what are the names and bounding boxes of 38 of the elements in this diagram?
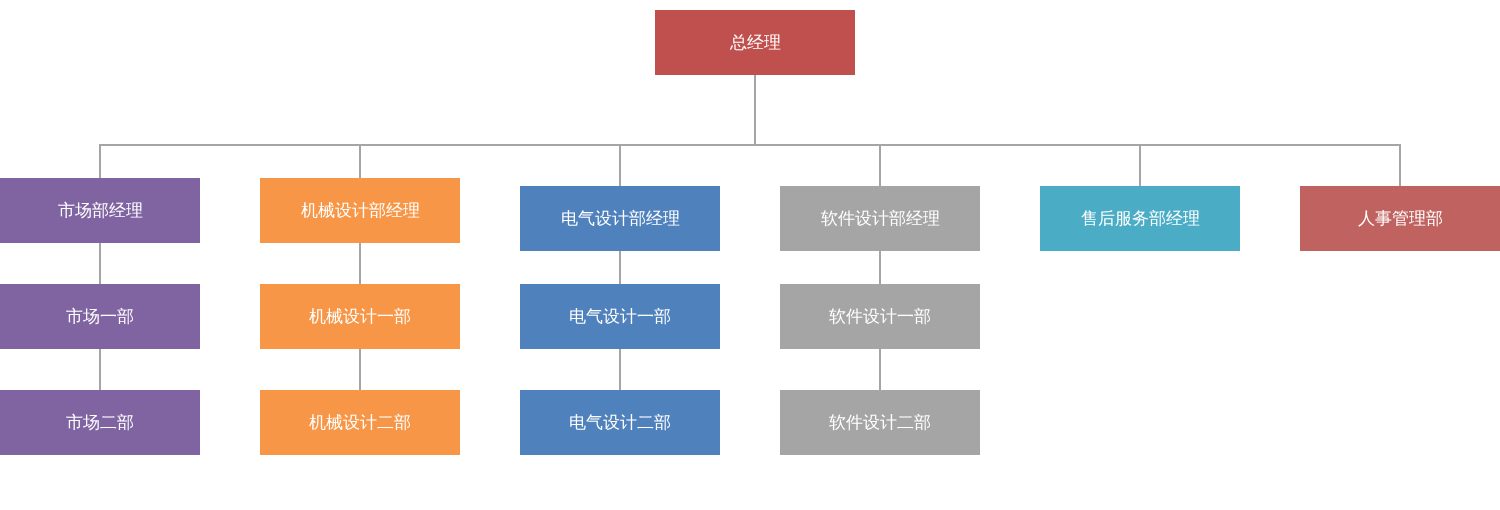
box-label: 机械设计二部 [309,412,411,433]
box-label: 电气设计部经理 [560,208,680,229]
org-box [0,390,200,455]
connector-line [619,348,621,391]
org-box [260,390,460,455]
box-label: 软件设计一部 [829,306,931,327]
box-label: 电气设计一部 [569,306,671,327]
org-box [1300,186,1500,251]
box-label: 电气设计二部 [569,412,671,433]
connector-line [99,348,101,391]
org-box [0,178,200,243]
org-box [780,284,980,349]
box-label: 售后服务部经理 [1080,208,1200,229]
org-box [260,178,460,243]
org-box [655,10,855,75]
org-box [520,390,720,455]
org-box [780,390,980,455]
org-box [1040,186,1240,251]
connector-line [99,242,101,285]
connector-line [879,250,881,285]
org-box [520,284,720,349]
box-label: 市场部经理 [57,200,143,221]
box-label: 市场一部 [66,306,134,327]
org-box [0,284,200,349]
org-box [520,186,720,251]
box-label: 总经理 [729,32,781,53]
box-label: 软件设计部经理 [820,208,940,229]
box-label: 机械设计一部 [309,306,411,327]
org-box [780,186,980,251]
org-box [260,284,460,349]
box-label: 软件设计二部 [829,412,931,433]
box-label: 市场二部 [66,412,134,433]
box-label: 人事管理部 [1357,208,1443,229]
connector-line [619,250,621,285]
connector-line [879,348,881,391]
connector-line [359,348,361,391]
connector-line [359,242,361,285]
box-label: 机械设计部经理 [300,200,420,221]
